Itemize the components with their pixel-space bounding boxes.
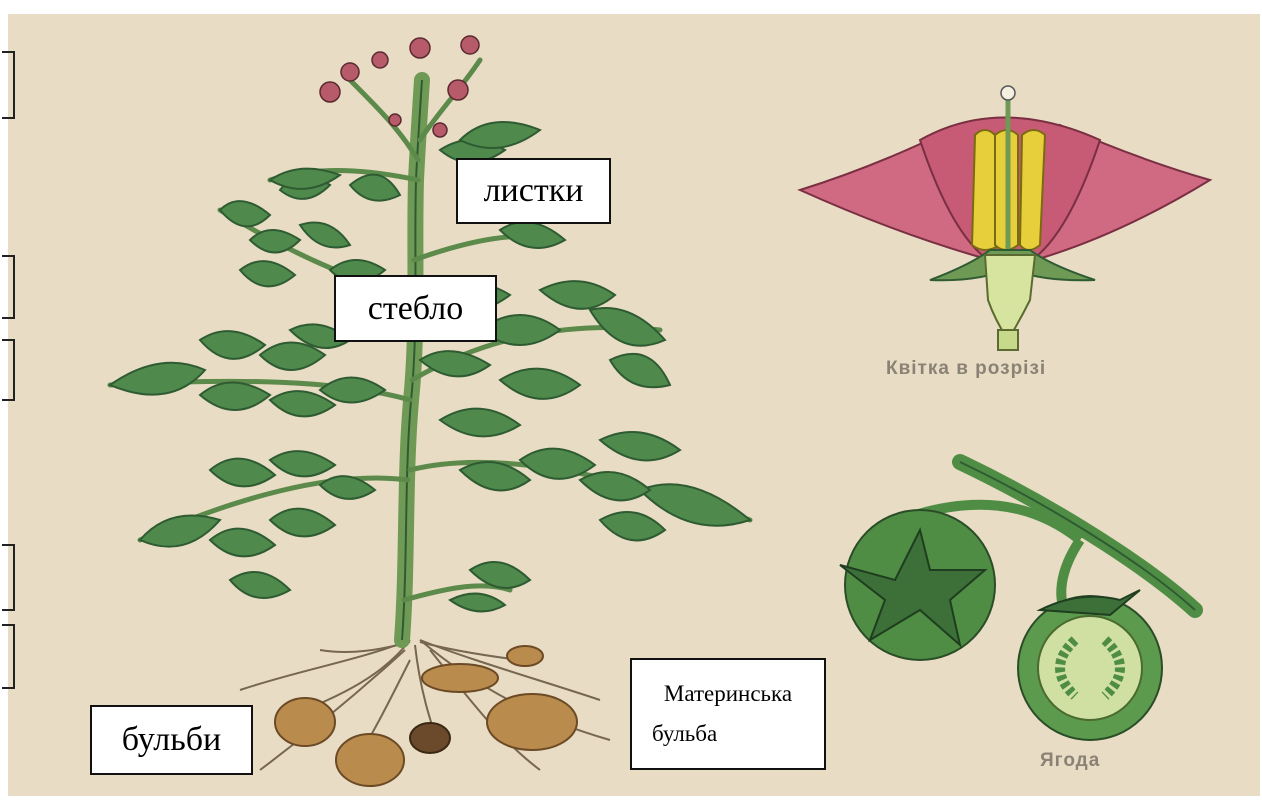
label-mother-tuber-line2: бульба — [632, 714, 717, 754]
label-mother-tuber-line1: Материнська — [664, 674, 792, 714]
pedicel — [998, 330, 1018, 350]
tuber — [275, 698, 335, 746]
label-tubers: бульби — [90, 705, 253, 775]
stigma — [1001, 86, 1015, 100]
tuber — [422, 664, 498, 692]
tuber — [507, 646, 543, 666]
caption-flower-section: Квітка в розрізі — [886, 358, 1046, 380]
tuber — [487, 694, 577, 750]
anther — [1020, 130, 1045, 250]
tuber — [410, 723, 450, 753]
label-leaves: листки — [456, 158, 611, 224]
label-mother-tuber: Материнська бульба — [630, 658, 826, 770]
label-stem: стебло — [334, 275, 497, 342]
tuber — [336, 734, 404, 786]
caption-berry: Ягода — [1040, 750, 1100, 772]
